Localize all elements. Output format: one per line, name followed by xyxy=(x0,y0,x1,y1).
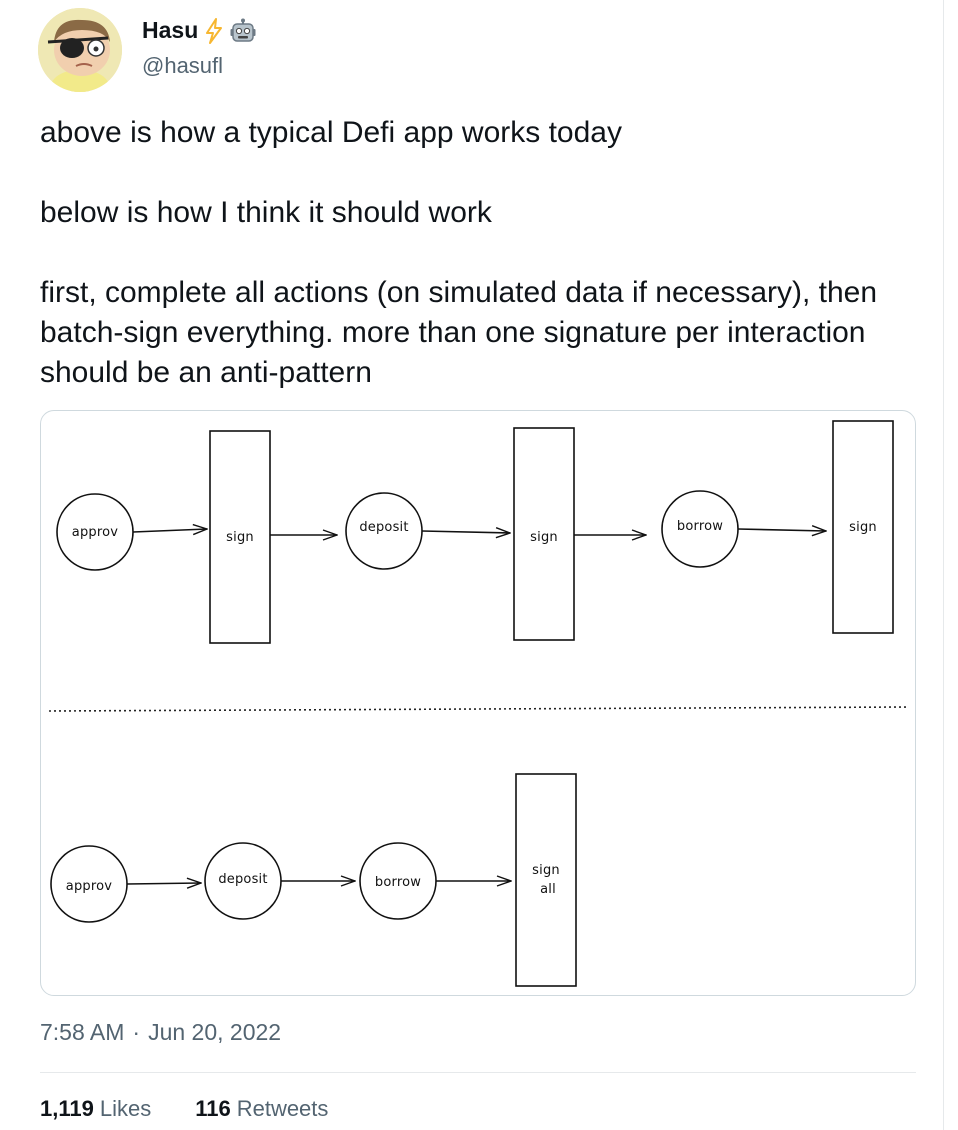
top-flow xyxy=(56,420,894,644)
sign-all-label: sign xyxy=(532,863,560,878)
approv-label: approv xyxy=(72,525,118,540)
sign-all-label: all xyxy=(540,882,556,897)
borrow-label: borrow xyxy=(677,519,723,534)
author-name-row: Hasu xyxy=(142,17,256,44)
sign-label: sign xyxy=(530,530,558,545)
sign-box xyxy=(209,430,271,644)
sign-box xyxy=(832,420,894,634)
sign-box xyxy=(513,427,575,641)
sign-label: sign xyxy=(849,520,877,535)
likes-count: 1,119 xyxy=(40,1096,94,1121)
tweet-media-image[interactable]: approv sign deposit sign borrow sign app… xyxy=(40,410,916,996)
likes-label: Likes xyxy=(99,1096,152,1121)
author-handle[interactable]: @hasufl xyxy=(142,53,224,78)
tweet-paragraph: above is how a typical Defi app works to… xyxy=(40,116,622,149)
sign-all-box xyxy=(515,773,577,987)
avatar-icon xyxy=(38,8,122,92)
tweet-date: Jun 20, 2022 xyxy=(148,1019,282,1045)
stats-divider xyxy=(40,1072,916,1073)
tweet-paragraph: first, complete all actions (on simulate… xyxy=(40,276,878,389)
borrow-label: borrow xyxy=(375,875,421,890)
tweet-timestamp[interactable]: 7:58 AM · Jun 20, 2022 xyxy=(40,1019,281,1046)
tweet-time: 7:58 AM xyxy=(40,1019,125,1045)
dotted-divider xyxy=(48,706,910,712)
lightning-bolt-icon xyxy=(204,17,224,44)
tweet-paragraph: below is how I think it should work xyxy=(40,196,492,229)
author-display-name[interactable]: Hasu xyxy=(142,17,199,43)
robot-icon xyxy=(230,18,256,44)
flow-diagram: approv sign deposit sign borrow sign app… xyxy=(48,420,910,987)
approv-label: approv xyxy=(66,879,112,894)
retweets-label: Retweets xyxy=(236,1096,329,1121)
tweet-text: above is how a typical Defi app works to… xyxy=(40,113,920,393)
author-avatar[interactable] xyxy=(38,8,122,92)
deposit-label: deposit xyxy=(359,520,408,535)
retweets-count: 116 xyxy=(195,1096,231,1121)
sign-label: sign xyxy=(226,530,254,545)
bottom-flow xyxy=(50,773,577,987)
timestamp-separator: · xyxy=(132,1019,141,1045)
deposit-label: deposit xyxy=(218,872,267,887)
